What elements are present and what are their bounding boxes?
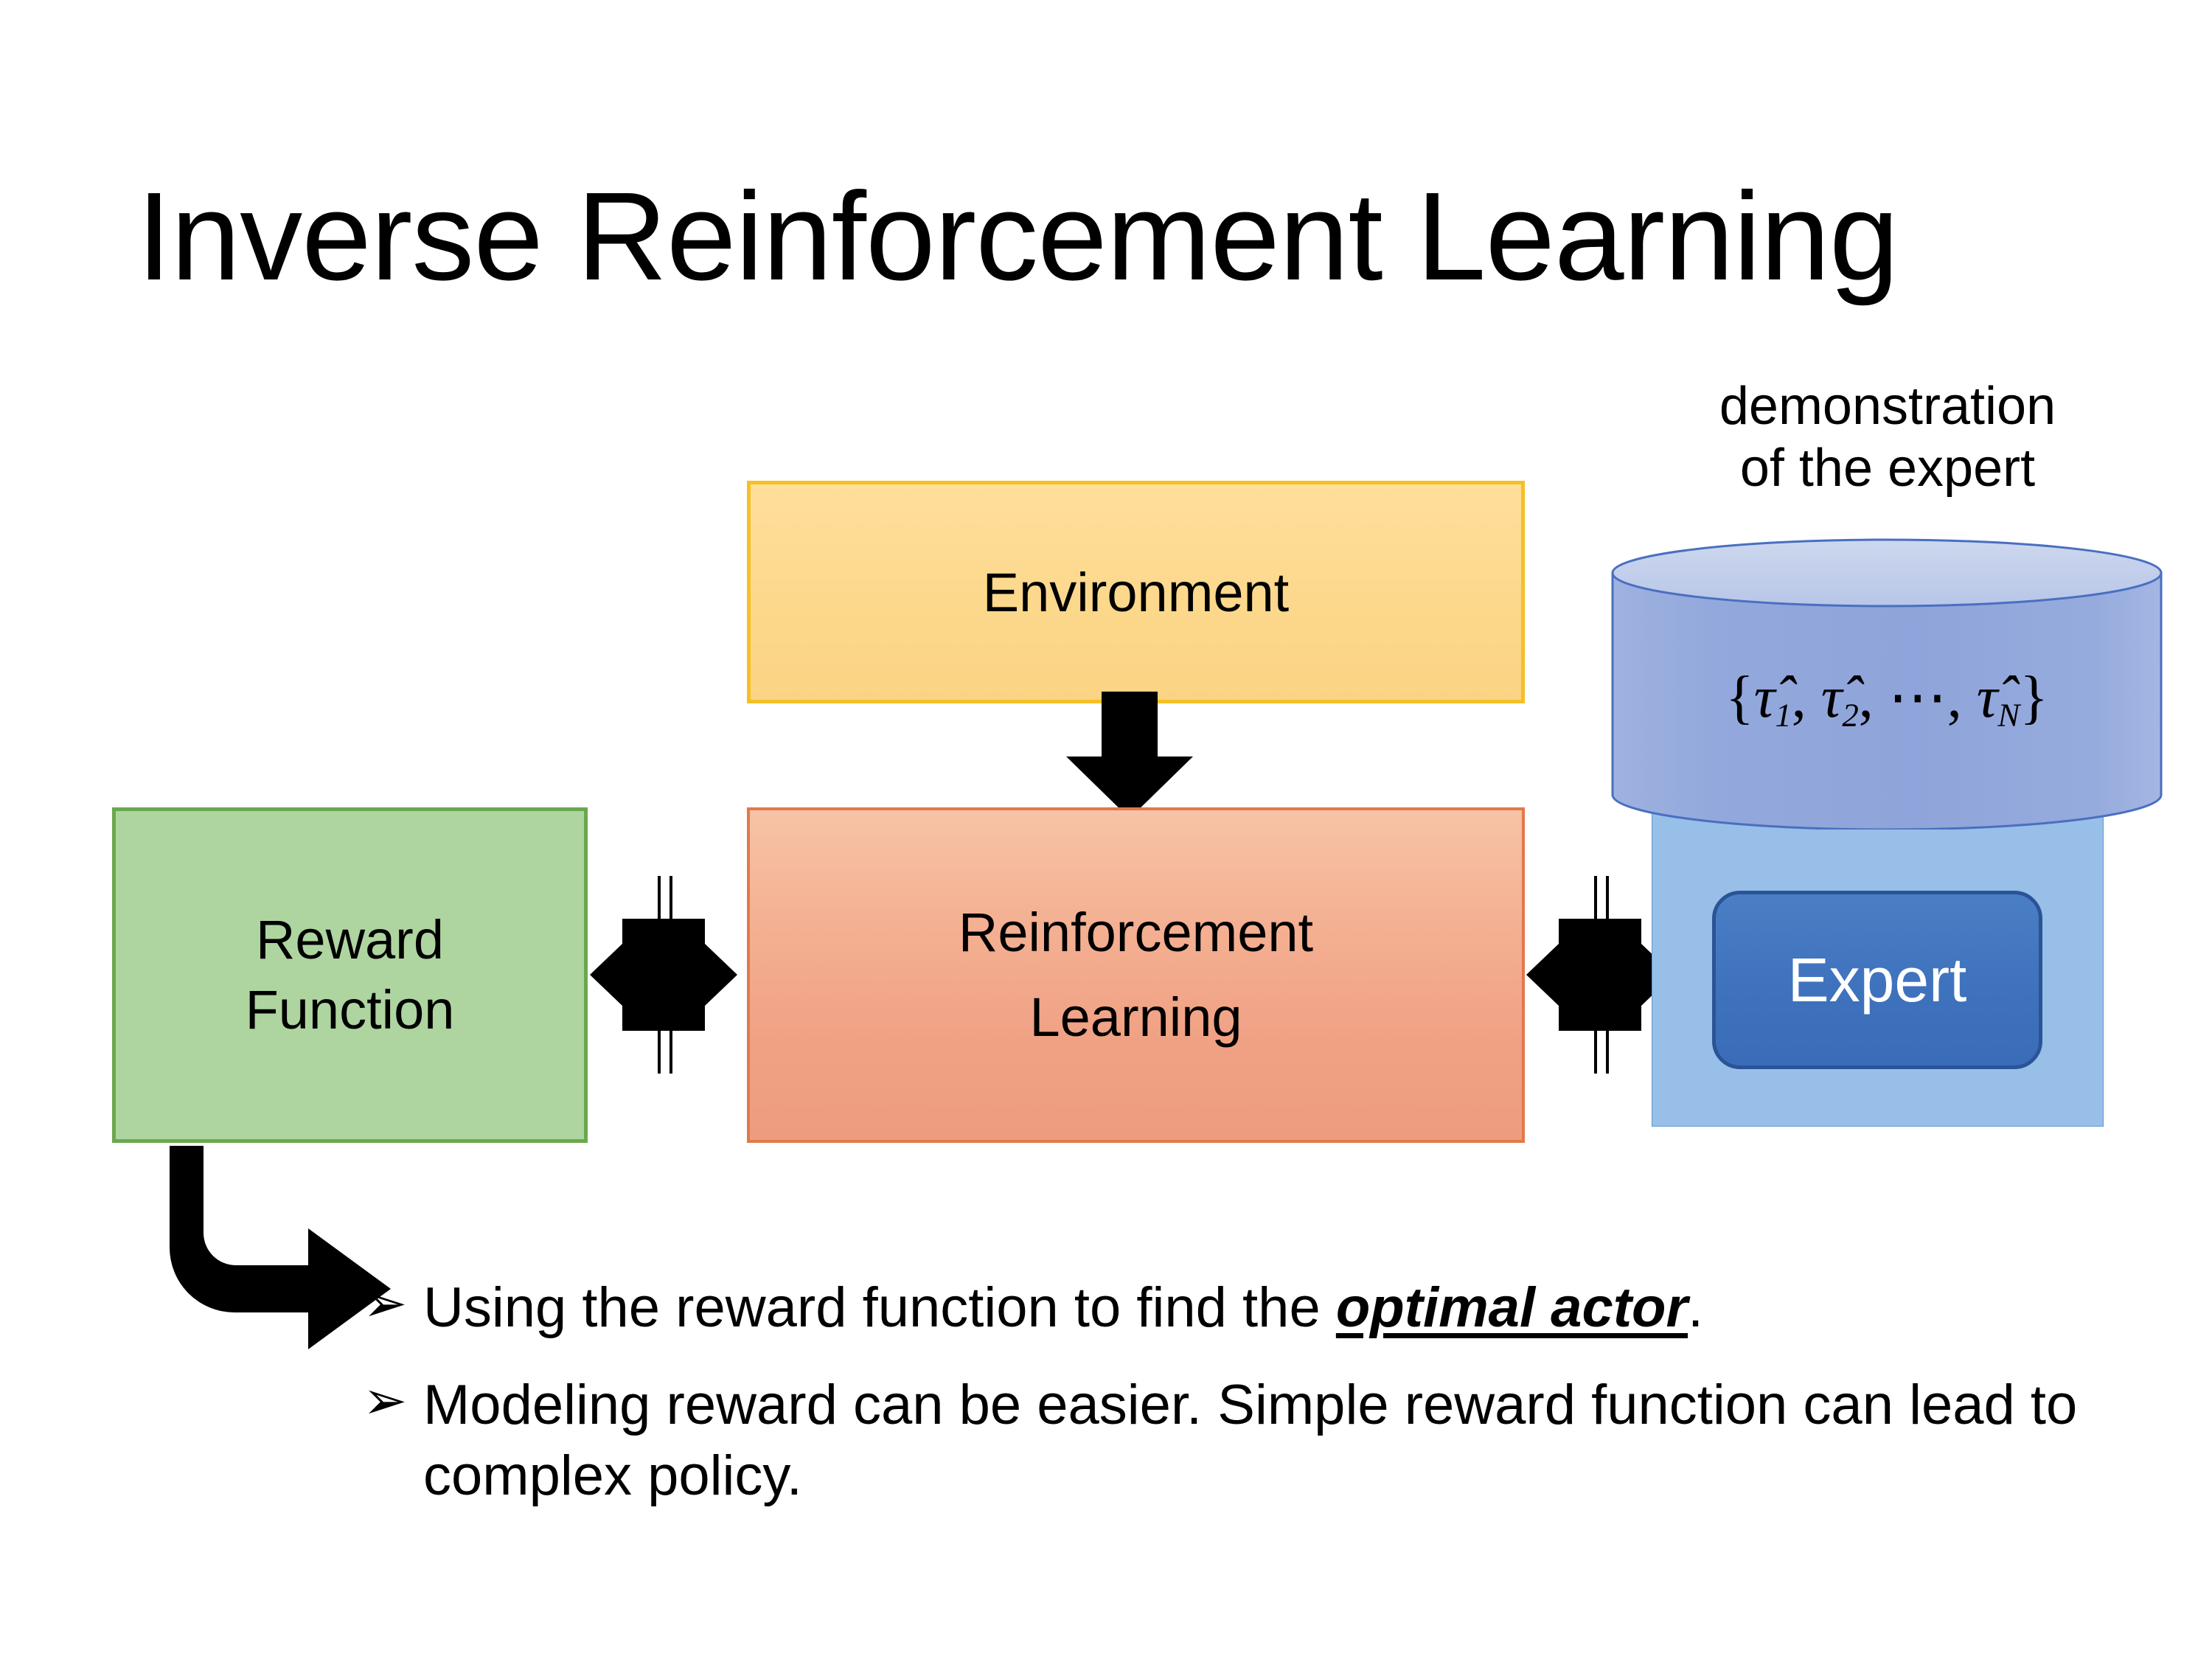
quad-arrow-icon-right (1526, 876, 1674, 1074)
reinforcement-learning-box: Reinforcement Learning (747, 807, 1525, 1143)
tau-2-symbol: τ̂ (1820, 665, 1843, 730)
tau-n-symbol: τ̂ (1976, 665, 1998, 730)
list-item: ➢ Modeling reward can be easier. Simple … (363, 1370, 2132, 1512)
reward-function-label-line2: Function (245, 978, 455, 1040)
trajectory-database-cylinder: {τ̂1, τ̂2, ⋯, τ̂N} (1611, 538, 2163, 830)
trajectory-set-label: {τ̂1, τ̂2, ⋯, τ̂N} (1611, 662, 2163, 734)
tau-1-subscript: 1 (1775, 696, 1792, 734)
expert-box: Expert (1712, 891, 2042, 1069)
page-title: Inverse Reinforcement Learning (136, 167, 1899, 307)
demonstration-caption-line2: of the expert (1739, 438, 2036, 498)
bent-arrow-icon (170, 1146, 413, 1360)
bullet-arrow-icon: ➢ (363, 1274, 408, 1333)
demonstration-caption-line1: demonstration (1719, 377, 2056, 436)
bullet-text-2: Modeling reward can be easier. Simple re… (423, 1370, 2132, 1512)
bullet-2-text-before: Modeling reward can be easier. Simple re… (423, 1373, 2078, 1507)
tau-1-symbol: τ̂ (1753, 665, 1775, 730)
tau-n-subscript: N (1997, 696, 2020, 734)
ellipsis-symbol: ⋯ (1888, 665, 1947, 730)
down-arrow-icon (1056, 692, 1203, 818)
bullet-1-emphasis: optimal actor (1335, 1276, 1688, 1339)
reward-function-label-line1: Reward (255, 908, 444, 970)
tau-2-subscript: 2 (1842, 696, 1859, 734)
expert-label: Expert (1787, 945, 1967, 1015)
separator-2: , (1858, 665, 1874, 730)
reward-function-box: Reward Function (112, 807, 588, 1143)
demonstration-caption: demonstration of the expert (1607, 376, 2168, 499)
rl-label-line2: Learning (1029, 986, 1242, 1048)
quad-arrow-icon-left (590, 876, 737, 1074)
list-item: ➢ Using the reward function to find the … (363, 1273, 2132, 1343)
bullet-arrow-icon: ➢ (363, 1371, 408, 1430)
brace-close: } (2020, 665, 2048, 730)
bullet-text-1: Using the reward function to find the op… (423, 1273, 2132, 1343)
environment-label: Environment (982, 561, 1290, 623)
separator-3: , (1947, 665, 1962, 730)
brace-open: { (1725, 665, 1754, 730)
environment-box: Environment (747, 481, 1525, 703)
bullet-list: ➢ Using the reward function to find the … (363, 1273, 2132, 1537)
separator-1: , (1791, 665, 1806, 730)
rl-label-line1: Reinforcement (958, 901, 1314, 963)
bullet-1-text-before: Using the reward function to find the (423, 1276, 1336, 1339)
bullet-1-text-after: . (1688, 1276, 1704, 1339)
